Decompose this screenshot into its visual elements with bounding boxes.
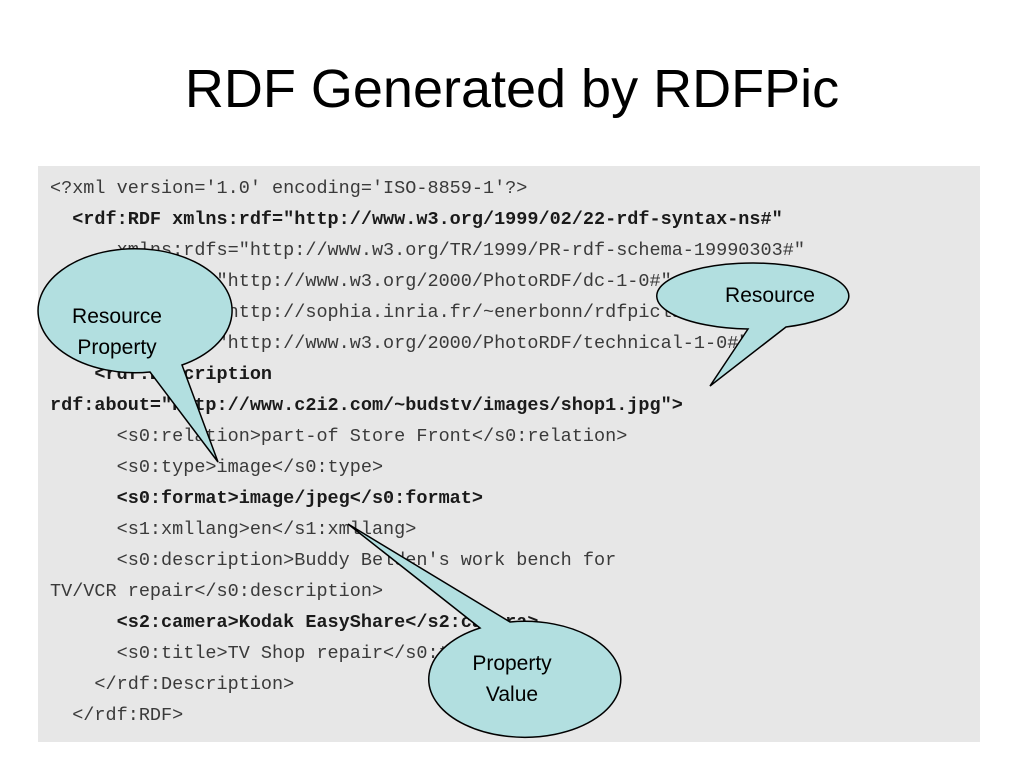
code-line: <s1:xmllang>en</s1:xmllang> bbox=[50, 519, 417, 540]
code-line: xmlns:s0="http://www.w3.org/2000/PhotoRD… bbox=[50, 271, 672, 292]
code-line: <s0:description>Buddy Belden's work benc… bbox=[50, 550, 617, 571]
code-line: xmlns:s2="http://www.w3.org/2000/PhotoRD… bbox=[50, 333, 761, 354]
slide-title: RDF Generated by RDFPic bbox=[184, 59, 840, 119]
code-line: <s0:format>image/jpeg</s0:format> bbox=[50, 488, 483, 509]
code-line: rdf:about="http://www.c2i2.com/~budstv/i… bbox=[50, 395, 683, 416]
callout-resource: Resource bbox=[725, 284, 815, 307]
code-line: <s0:type>image</s0:type> bbox=[50, 457, 384, 478]
code-line: </rdf:Description> bbox=[50, 674, 295, 695]
code-line: xmlns:s1="http://sophia.inria.fr/~enerbo… bbox=[50, 302, 728, 323]
code-line: <rdf:RDF xmlns:rdf="http://www.w3.org/19… bbox=[50, 209, 783, 230]
callout-resource-property-bubble bbox=[37, 248, 233, 463]
callout-property-value: Property Value bbox=[472, 652, 552, 706]
callout-resource-bubble bbox=[656, 262, 850, 387]
code-line: TV/VCR repair</s0:description> bbox=[50, 581, 384, 602]
code-line: <s0:relation>part-of Store Front</s0:rel… bbox=[50, 426, 628, 447]
callout-property-value-bubble bbox=[347, 523, 622, 739]
callout-resource-property: Resource Property bbox=[72, 305, 162, 359]
code-line: xmlns:rdfs="http://www.w3.org/TR/1999/PR… bbox=[50, 240, 805, 261]
code-line: <?xml version='1.0' encoding='ISO-8859-1… bbox=[50, 178, 528, 199]
code-line: </rdf:RDF> bbox=[50, 705, 184, 726]
